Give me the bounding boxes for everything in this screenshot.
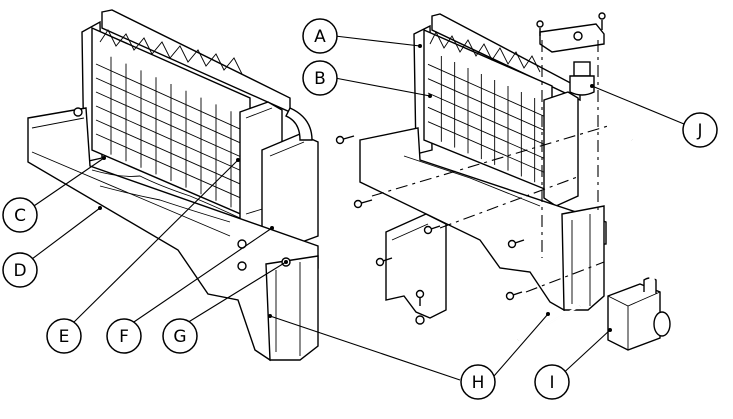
right-assembly bbox=[335, 12, 675, 351]
svg-text:E: E bbox=[59, 327, 70, 347]
callout-d: D bbox=[2, 252, 38, 288]
svg-text:D: D bbox=[13, 261, 26, 281]
right-alignment-lines bbox=[371, 40, 609, 293]
right-side-bracket bbox=[543, 91, 579, 207]
svg-text:G: G bbox=[173, 327, 186, 347]
callout-c: C bbox=[2, 197, 38, 233]
callout-i: I bbox=[534, 364, 570, 400]
left-assembly bbox=[27, 9, 319, 362]
right-hose bbox=[630, 137, 675, 284]
callout-g: G bbox=[162, 318, 198, 354]
svg-text:H: H bbox=[472, 373, 485, 393]
callout-j: J bbox=[682, 112, 718, 148]
right-mounting-bracket bbox=[539, 23, 605, 53]
right-drain-sump bbox=[561, 205, 605, 311]
right-screws bbox=[335, 12, 606, 306]
svg-text:I: I bbox=[549, 373, 554, 393]
left-screw-1 bbox=[73, 107, 83, 117]
left-drain-sump bbox=[265, 255, 319, 361]
callout-e: E bbox=[46, 318, 82, 354]
leader-lines bbox=[27, 35, 685, 381]
left-evaporator-grid bbox=[91, 26, 251, 220]
callout-f: F bbox=[106, 318, 142, 354]
right-pump bbox=[607, 277, 671, 351]
svg-text:B: B bbox=[314, 69, 326, 89]
right-float-valve bbox=[569, 61, 595, 96]
right-drain-rod bbox=[517, 305, 581, 341]
svg-text:C: C bbox=[14, 206, 26, 226]
right-evaporator-grid bbox=[423, 28, 553, 194]
callout-h: H bbox=[460, 364, 496, 400]
right-detached-cover bbox=[385, 213, 447, 325]
left-screw-3 bbox=[237, 261, 247, 271]
svg-text:A: A bbox=[314, 27, 326, 47]
callout-a: A bbox=[302, 18, 338, 54]
callout-b: B bbox=[302, 60, 338, 96]
svg-text:J: J bbox=[696, 121, 702, 141]
left-control-housing bbox=[261, 107, 319, 251]
svg-text:F: F bbox=[119, 327, 129, 347]
